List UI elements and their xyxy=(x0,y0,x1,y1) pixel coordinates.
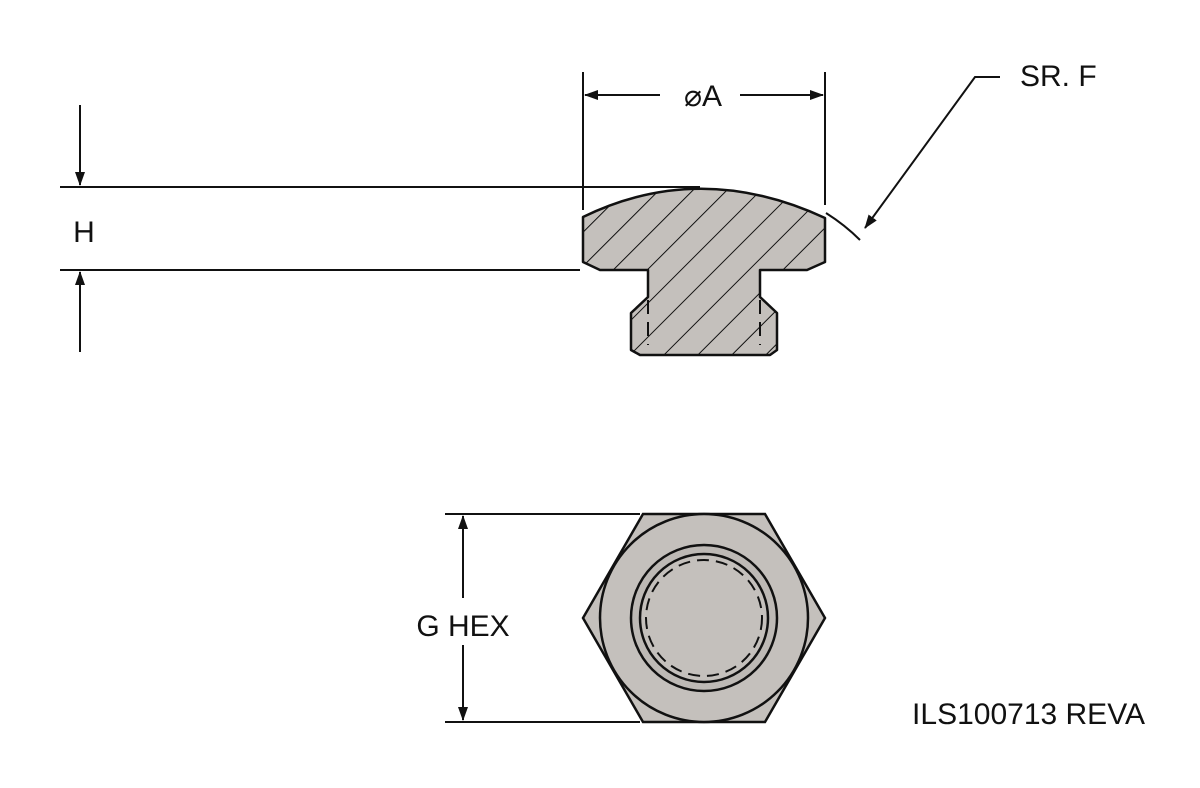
dimension-sr-f xyxy=(825,76,1000,241)
dimension-h xyxy=(60,105,700,352)
g-hex-label: G HEX xyxy=(416,610,509,643)
hidden-circle xyxy=(645,559,763,677)
section-view xyxy=(581,187,827,357)
h-label: H xyxy=(73,216,95,249)
dimension-g-hex xyxy=(445,513,640,723)
hex-view xyxy=(581,512,827,724)
sr-f-label: SR. F xyxy=(1020,60,1097,93)
part-number-label: ILS100713 REVA xyxy=(912,698,1145,731)
diameter-a-label: ⌀A xyxy=(684,80,722,113)
section-hatch xyxy=(583,188,825,355)
inner-circle xyxy=(638,552,770,684)
